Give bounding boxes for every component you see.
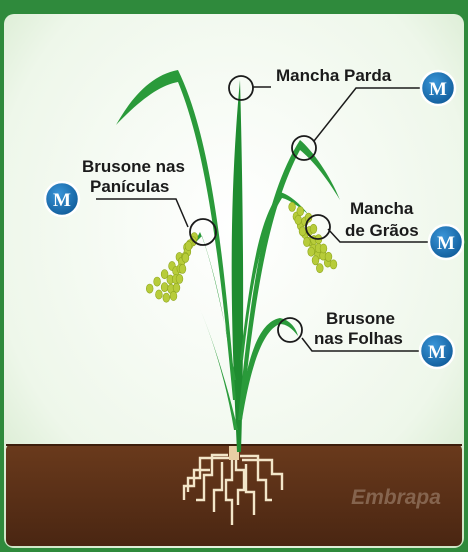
label-mancha-graos-line1: Mancha bbox=[350, 199, 414, 218]
grain bbox=[175, 273, 184, 284]
grain bbox=[162, 292, 171, 303]
label-brusone-paniculas-line2: Panículas bbox=[90, 177, 169, 196]
right-panicle-stem bbox=[240, 192, 308, 360]
badge-letter: M bbox=[429, 79, 447, 100]
grain bbox=[303, 237, 311, 247]
grain bbox=[160, 269, 169, 280]
medication-badge-icon[interactable]: M bbox=[427, 223, 465, 261]
root bbox=[240, 454, 272, 502]
grain bbox=[294, 214, 302, 225]
marker-circle-icon bbox=[277, 317, 303, 343]
label-brusone-folhas-line2: nas Folhas bbox=[314, 329, 403, 348]
root bbox=[242, 458, 284, 490]
grain bbox=[178, 263, 187, 274]
grain bbox=[146, 283, 154, 294]
grain bbox=[298, 226, 307, 237]
stem-base bbox=[229, 446, 239, 460]
grain bbox=[288, 201, 296, 212]
root bbox=[186, 456, 230, 492]
grain bbox=[184, 241, 193, 251]
label-brusone-paniculas-line1: Brusone nas bbox=[82, 157, 185, 176]
grain bbox=[324, 251, 333, 262]
grain bbox=[169, 291, 178, 301]
grain bbox=[181, 252, 190, 263]
root bbox=[224, 450, 234, 525]
grain bbox=[153, 276, 161, 287]
grain bbox=[296, 206, 304, 217]
grain bbox=[172, 282, 181, 293]
marker-circle-icon bbox=[228, 75, 254, 101]
medication-badge-icon[interactable]: M bbox=[418, 332, 456, 370]
leader-brusone-folhas bbox=[301, 337, 424, 352]
marker-circle-icon bbox=[291, 135, 317, 161]
leader-mancha-parda-2 bbox=[313, 87, 424, 142]
medication-badge-icon[interactable]: M bbox=[419, 69, 457, 107]
root bbox=[212, 462, 224, 512]
grain bbox=[160, 282, 169, 293]
badge-letter: M bbox=[53, 190, 71, 211]
badge-letter: M bbox=[437, 233, 455, 254]
root bbox=[196, 453, 228, 502]
right-leaf bbox=[238, 140, 340, 420]
roots bbox=[182, 450, 284, 525]
root bbox=[182, 468, 210, 500]
grain bbox=[311, 255, 320, 266]
grain bbox=[307, 246, 315, 257]
leader-lines bbox=[96, 86, 432, 352]
medication-badge-icon[interactable]: M bbox=[43, 180, 81, 218]
badge-letter: M bbox=[428, 342, 446, 363]
grain bbox=[319, 243, 328, 254]
grain bbox=[329, 259, 338, 270]
grain bbox=[155, 289, 163, 300]
label-mancha-graos-line2: de Grãos bbox=[345, 221, 419, 240]
label-brusone-folhas-line1: Brusone bbox=[326, 309, 395, 328]
plant bbox=[116, 70, 340, 452]
marker-circle-icon bbox=[189, 218, 217, 246]
root bbox=[234, 452, 246, 505]
marker-circle-icon bbox=[305, 214, 331, 240]
root bbox=[244, 464, 256, 515]
brand-logo: Embrapa bbox=[351, 486, 441, 509]
leader-mancha-graos bbox=[327, 228, 432, 243]
lower-left-leaf bbox=[196, 300, 238, 430]
grain bbox=[309, 223, 318, 234]
left-panicle-stem bbox=[188, 232, 236, 380]
grain bbox=[316, 263, 324, 274]
label-mancha-parda: Mancha Parda bbox=[276, 66, 392, 85]
marker-circles bbox=[189, 75, 331, 343]
lower-right-leaf bbox=[239, 318, 298, 420]
leader-brusone-paniculas bbox=[96, 198, 189, 228]
soil bbox=[6, 444, 462, 546]
